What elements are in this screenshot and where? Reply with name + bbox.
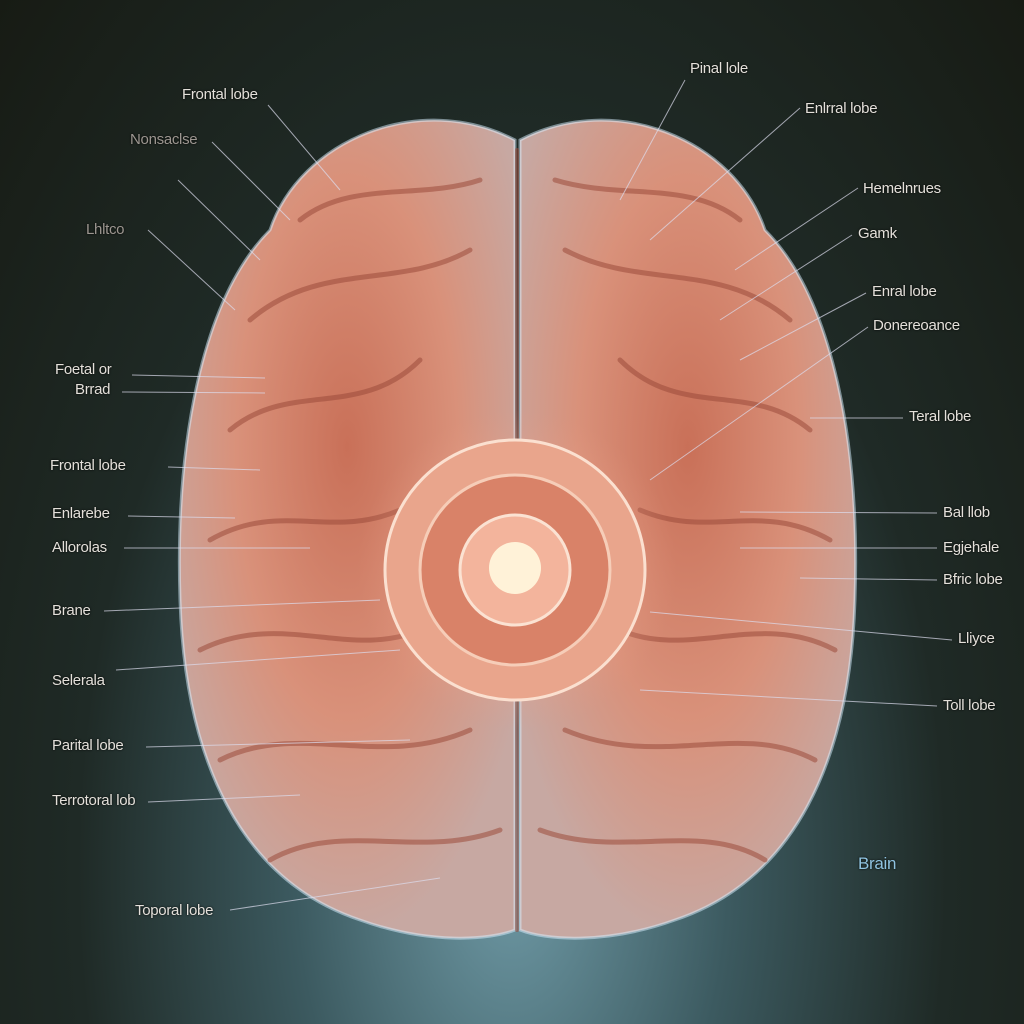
label-left-4: Foetal or <box>55 361 112 378</box>
brain-left-hemisphere <box>177 118 517 940</box>
label-right-5: Enral lobe <box>872 283 937 300</box>
brain-right-hemisphere <box>518 118 858 940</box>
label-left-12: Terrotoral lob <box>52 792 136 809</box>
label-left-6: Frontal lobe <box>50 457 126 474</box>
caption-brain: Brain <box>858 854 897 873</box>
label-right-4: Gamk <box>858 225 897 242</box>
label-left-13: Toporal lobe <box>135 902 214 919</box>
label-right-12: Toll lobe <box>943 697 996 714</box>
label-right-8: Bal llob <box>943 504 990 521</box>
label-right-11: Lliyce <box>958 630 995 647</box>
label-left-5: Brrad <box>75 381 111 398</box>
label-right-1: Pinal lole <box>690 60 748 77</box>
label-right-2: Enlrral lobe <box>805 100 878 117</box>
leader-lines <box>103 79 953 911</box>
label-right-9: Egjehale <box>943 539 999 556</box>
label-right-3: Hemelnrues <box>863 180 941 197</box>
glowing-core <box>357 410 677 730</box>
label-right-7: Teral lobe <box>909 408 972 425</box>
label-right-6: Donereoance <box>873 317 960 334</box>
label-left-10: Selerala <box>52 672 105 689</box>
label-right-10: Bfric lobe <box>943 571 1003 588</box>
label-left-7: Enlarebe <box>52 505 110 522</box>
label-left-8: Allorolas <box>52 539 107 556</box>
label-left-9: Brane <box>52 602 91 619</box>
label-left-11: Parital lobe <box>52 737 124 754</box>
label-left-3: Lhltco <box>86 221 125 238</box>
label-left-1: Frontal lobe <box>182 86 258 103</box>
label-left-2: Nonsaclse <box>130 131 198 148</box>
